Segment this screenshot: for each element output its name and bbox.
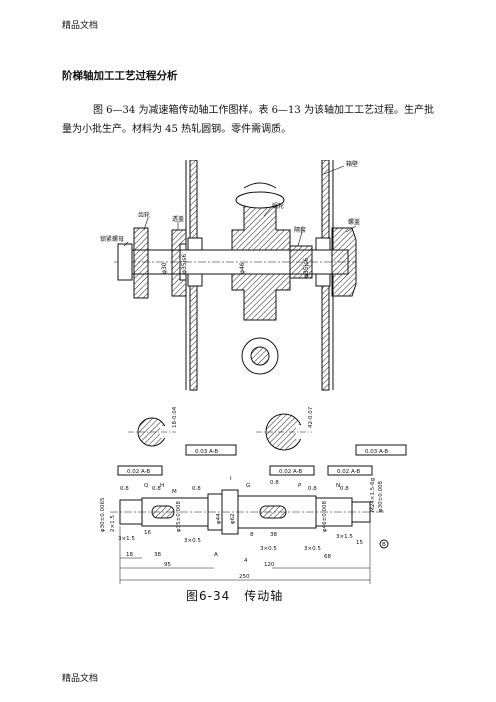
label-runout-3: 0.02 A-B [337,469,360,475]
label-screw-cap: 螺盖 [348,218,360,226]
label-letter-h: H [160,483,164,489]
label-groove-2: 3×0.5 [184,538,201,544]
figure-caption: 图6-34 传动轴 [186,587,283,604]
label-groove-5: 3×1.5 [336,534,353,540]
label-letter-g: G [246,483,250,489]
assembly-labels: 箱壁 蜗轮 齿轮 透盖 锁紧螺母 隔套 螺盖 φ30 φ35js6 φ46 φ3… [100,160,360,278]
label-letter-m: M [172,489,177,495]
label-left-tol: 0.03 A-B [195,449,218,455]
label-len-16: 16 [144,530,151,536]
assembly-lock-nut [117,243,133,281]
label-d30r: φ30±0.008 [378,481,384,512]
page-header: 精品文档 [62,21,99,31]
label-rough-3: 0.8 [192,486,201,492]
label-d46: φ46±0.008 [322,501,328,532]
label-rough-4: 0.8 [270,480,279,486]
caption-name: 传动轴 [244,589,284,603]
assembly-screw-cap [331,227,357,297]
label-lock-nut: 锁紧螺母 [100,235,124,243]
label-len-8: 8 [250,532,254,538]
label-housing: 箱壁 [346,160,358,168]
label-rough-2: 0.8 [152,486,161,492]
label-spacer: 隔套 [294,226,306,234]
label-rough-5: 0.8 [308,486,317,492]
section-views [128,413,407,456]
label-letter-p: P [298,483,302,489]
label-dim-d46: φ46 [239,262,246,274]
tol-frame-left [185,444,237,456]
label-letter-i: I [230,476,232,482]
label-groove-3: 3×0.5 [260,546,277,552]
label-d62: φ62 [230,513,236,524]
label-end-cap: 透盖 [172,215,184,223]
bearing-right [315,237,331,251]
label-len-250: 250 [239,574,250,580]
caption-number: 图6-34 [186,589,231,603]
label-len-38: 38 [154,552,161,558]
label-d35: φ35±0.008 [176,501,182,532]
label-len-95: 95 [164,562,171,568]
label-len-38b: 38 [270,532,277,538]
datum-b [379,539,389,549]
assembly-end-cap [171,229,187,297]
label-rough-6: 0.8 [340,486,349,492]
section-labels: 18-0.04 42-0.07 0.03 A-B 0.03 A-B [172,406,388,455]
label-dim-d35b: φ35js6 [303,258,310,278]
label-letter-q: Q [144,483,149,489]
label-runout-2: 0.02 A-B [279,469,302,475]
assembly-gear [133,227,149,299]
runout-frame-3 [327,465,373,476]
label-right-tol: 0.03 A-B [365,449,388,455]
label-right-depth: 42-0.07 [308,406,314,428]
label-m24: M24×1.5-6g [370,478,376,512]
tol-frame-right [355,444,407,456]
label-worm-gear: 蜗轮 [272,202,284,210]
label-runout-1: 0.02 A-B [127,469,150,475]
runout-frame-2 [269,465,315,476]
label-left-depth: 18-0.04 [172,406,178,428]
label-gear: 齿轮 [138,211,150,219]
label-len-18: 18 [126,552,133,558]
label-letter-b: B [382,542,386,548]
section-title: 阶梯轴加工工艺过程分析 [62,70,178,82]
assembly-view [114,160,357,391]
label-len-4: 4 [244,558,248,564]
label-dim-d35a: φ35js6 [181,254,188,274]
label-d30: φ30±0.0065 [100,497,106,532]
bearing-left [187,237,203,251]
label-groove-1: 3×1.5 [118,536,135,542]
page-footer: 精品文档 [62,674,99,684]
label-letter-n: N [336,483,340,489]
label-d44: φ44 [216,513,222,524]
body-paragraph: 图 6—34 为减速箱传动轴工作图样。表 6—13 为该轴加工工艺过程。生产批量… [62,105,434,135]
label-letter-a: A [214,552,218,558]
label-rough-1: 0.8 [120,486,129,492]
drawing-figure: 箱壁 蜗轮 齿轮 透盖 锁紧螺母 隔套 螺盖 φ30 φ35js6 φ46 φ3… [100,160,407,584]
runout-frame-1 [117,465,163,476]
label-groove-4: 3×0.5 [304,546,321,552]
shaft-detail [110,465,389,584]
label-dim-d30: φ30 [161,262,168,274]
label-len-15: 15 [356,540,363,546]
shaft-labels: 0.02 A-B 0.02 A-B 0.02 A-B 0.8 0.8 0.8 0… [100,469,386,580]
assembly-spacer [289,245,313,279]
label-thread-l: 2×1.5 [110,515,116,532]
label-len-68: 68 [324,554,331,560]
label-len-120: 120 [264,562,275,568]
